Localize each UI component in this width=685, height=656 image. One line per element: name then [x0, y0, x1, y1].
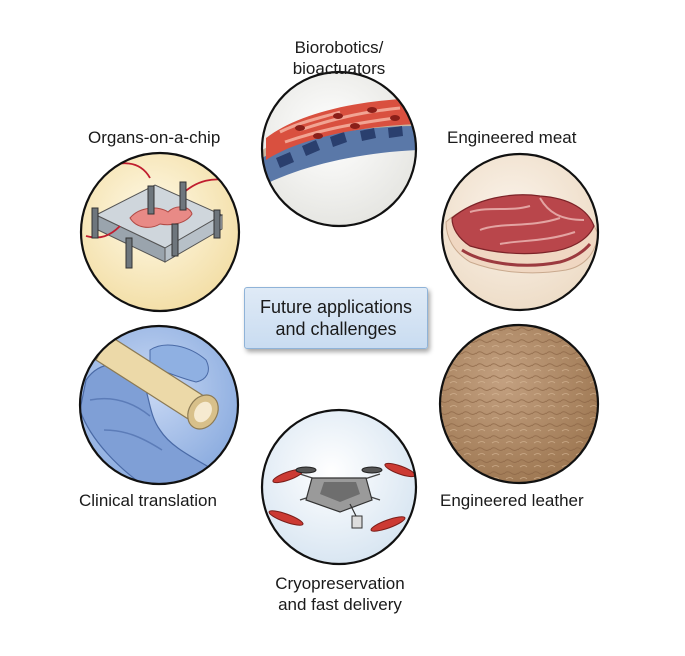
biorobotics-label: Biorobotics/ bioactuators: [291, 37, 387, 79]
center-topic-box: Future applications and challenges: [244, 287, 428, 349]
organ-chip-illustration: [79, 151, 241, 313]
leather-illustration: [438, 323, 600, 485]
drone-illustration: [260, 408, 418, 566]
biorobotics-illustration: [260, 70, 418, 228]
cryopreservation-label: Cryopreservation and fast delivery: [265, 573, 415, 615]
cryopreservation-label-line2: and fast delivery: [278, 595, 402, 614]
organs-on-a-chip-label: Organs-on-a-chip: [88, 128, 221, 147]
clinical-translation-label: Clinical translation: [79, 491, 217, 510]
center-topic-line2: and challenges: [275, 319, 397, 339]
engineered-meat-label: Engineered meat: [447, 128, 577, 147]
biorobotics-label-line2: bioactuators: [292, 59, 386, 78]
clinical-illustration: [78, 324, 240, 486]
engineered-leather-label: Engineered leather: [440, 491, 584, 510]
cryopreservation-label-line1: Cryopreservation: [275, 574, 405, 593]
meat-illustration: [440, 152, 600, 312]
center-topic-line1: Future applications: [259, 297, 413, 317]
biorobotics-label-line1: Biorobotics/: [294, 38, 384, 57]
